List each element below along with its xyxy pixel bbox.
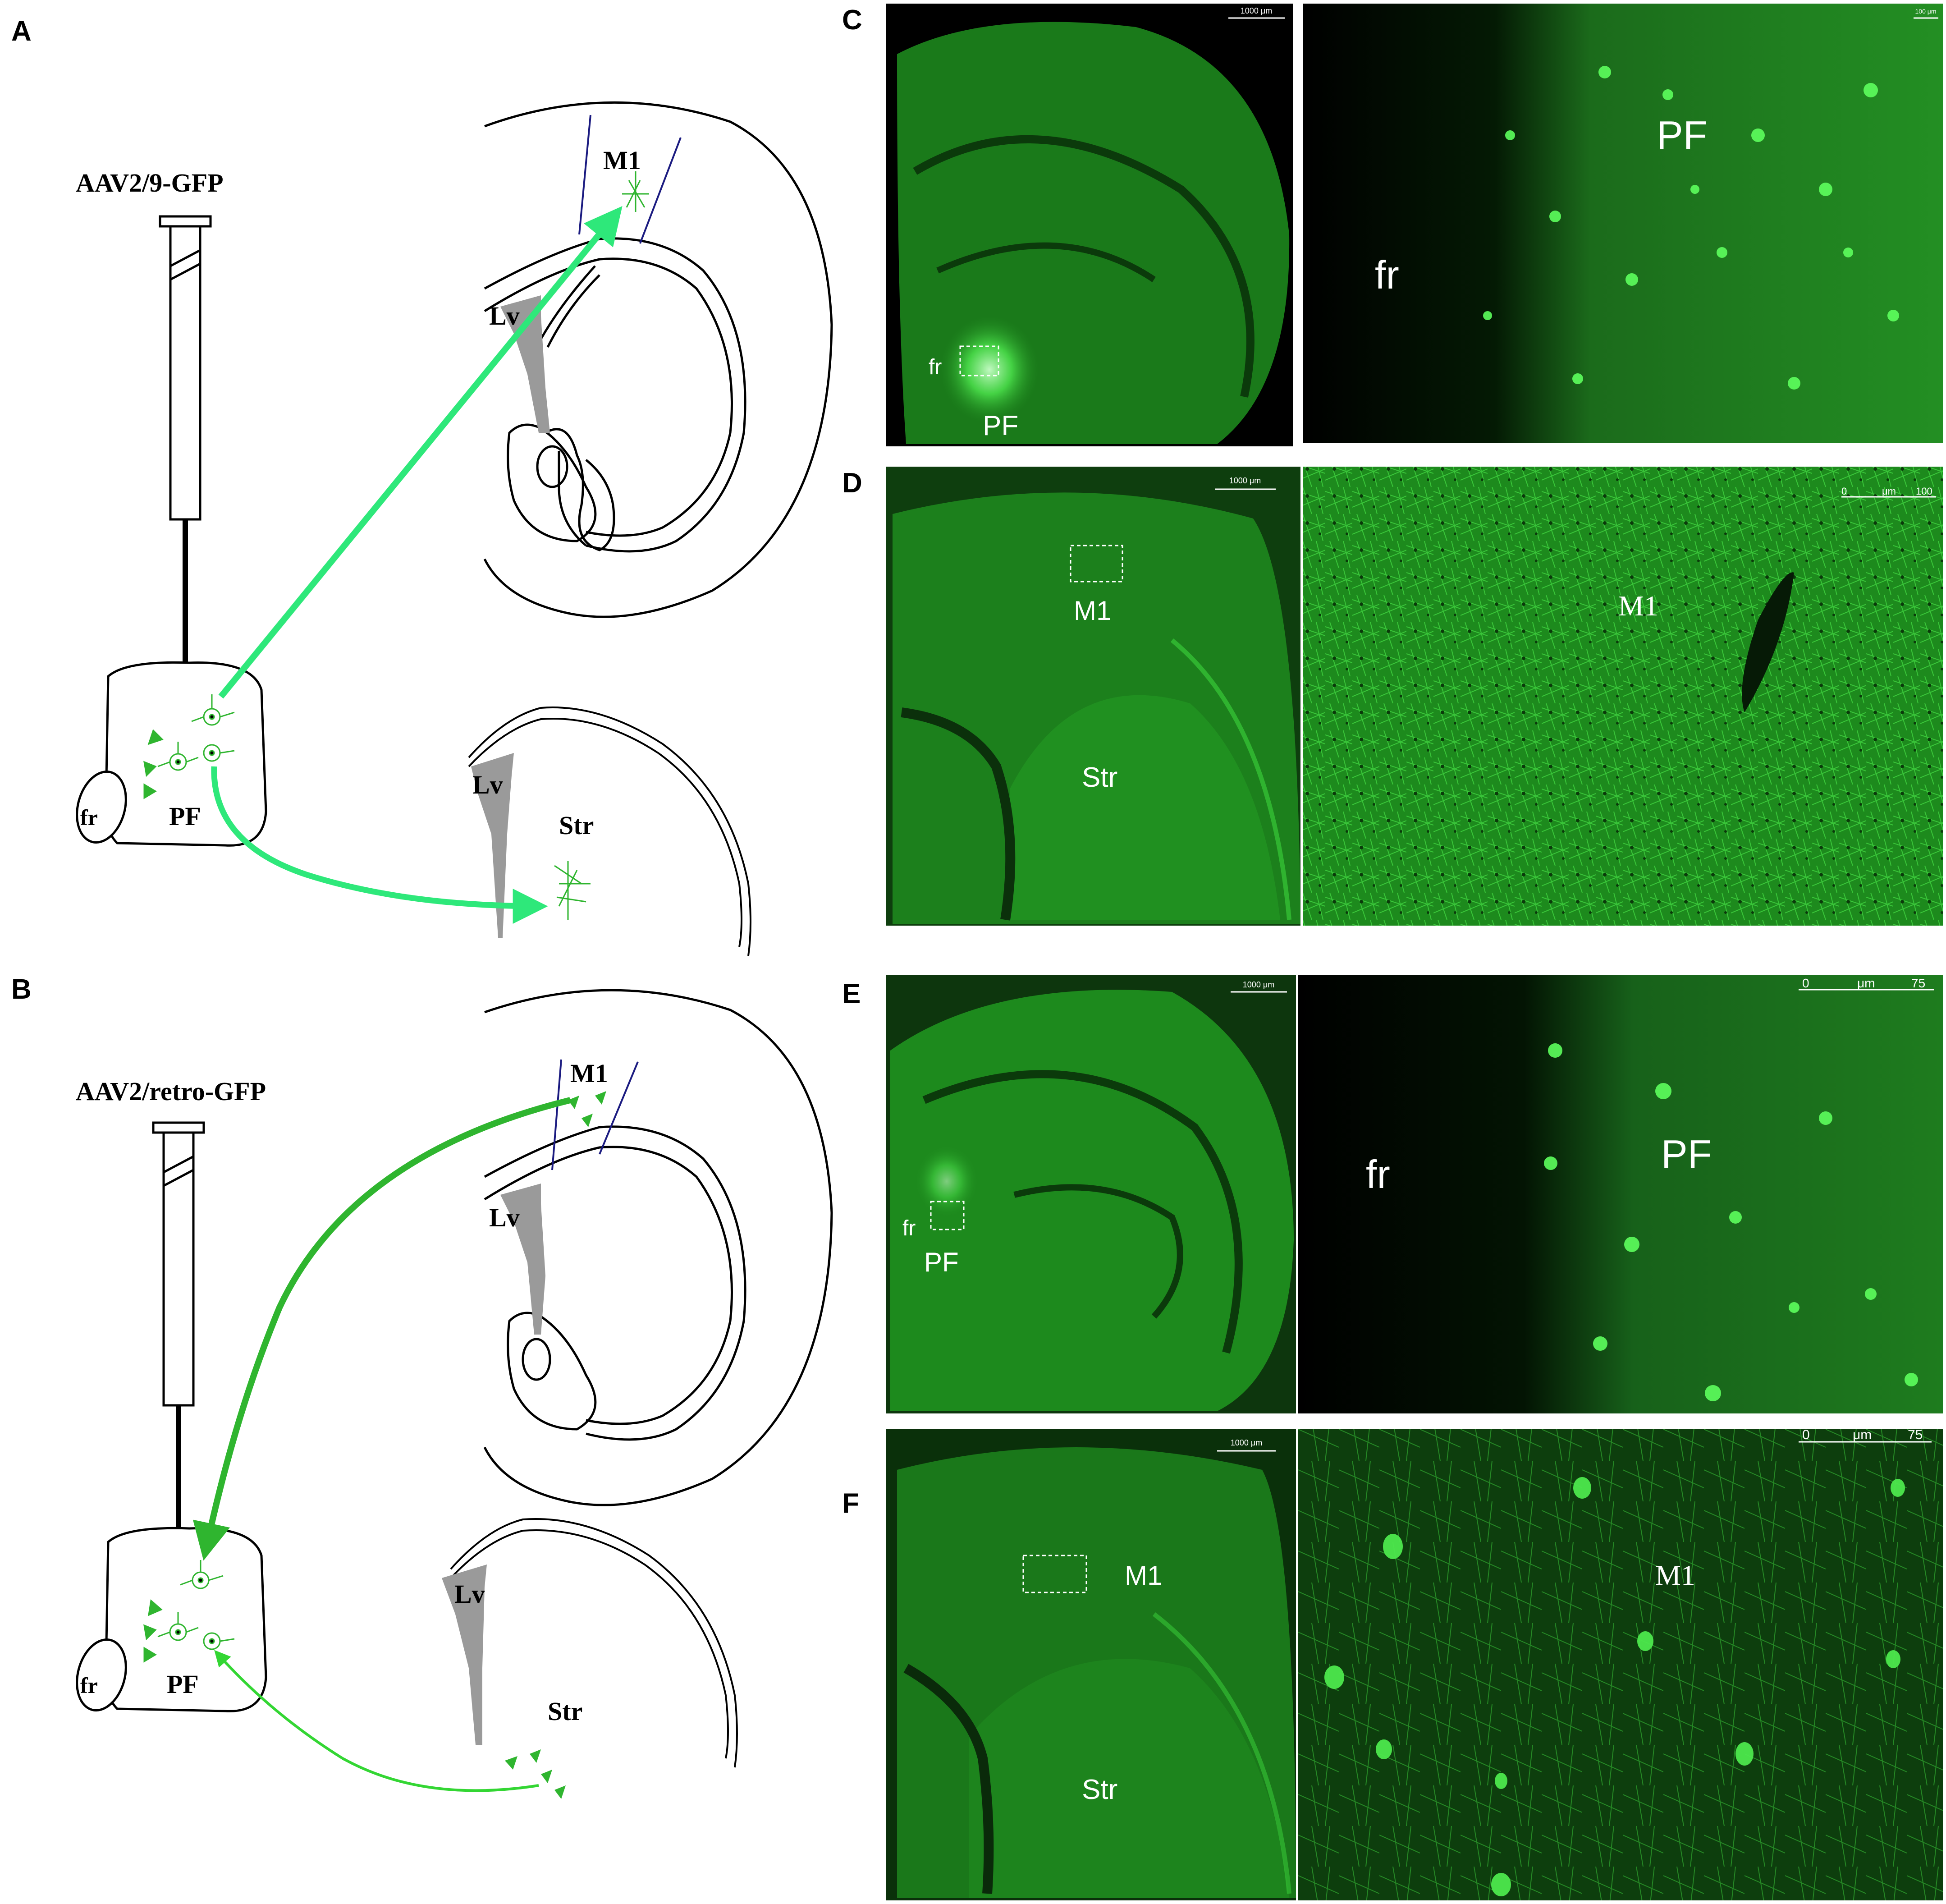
str-neuron-a [554, 861, 591, 920]
ventricle-a-top [500, 295, 550, 433]
micrograph-d-zoom: 0 μm 100 M1 [1303, 467, 1943, 926]
lv-label-a-top: Lv [489, 301, 520, 330]
m1-label-d-zoom: M1 [1618, 590, 1658, 622]
str-label-b: Str [548, 1697, 582, 1726]
scale-zero-d: 0 [1841, 486, 1847, 497]
ventricle-a-bottom [471, 753, 514, 938]
scale-max-d: 100 [1916, 486, 1932, 497]
micrograph-c-zoom: 100 μm fr PF [1303, 4, 1943, 443]
m1-label-f-overview: M1 [1125, 1560, 1162, 1591]
scale-max-e: 75 [1911, 976, 1925, 990]
panel-e: E 1000 μm fr PF 0 μm 75 fr [842, 975, 1943, 1413]
str-label-a: Str [559, 811, 594, 840]
ventricle-b-top [500, 1184, 545, 1335]
coronal-section-b-bottom [450, 1518, 738, 1768]
fr-label-e-zoom: fr [1366, 1152, 1390, 1197]
coronal-section-a-bottom [468, 707, 751, 956]
fr-label-b: fr [80, 1673, 98, 1698]
lv-label-b-top: Lv [489, 1203, 520, 1232]
scale-text-c-overview: 1000 μm [1241, 6, 1272, 15]
panel-letter-b: B [11, 974, 32, 1005]
roi-box-d [1070, 545, 1123, 583]
fr-label-a: fr [80, 805, 98, 830]
panel-letter-d: D [842, 468, 862, 499]
pf-neurons-a [143, 694, 235, 799]
pf-label-b: PF [167, 1670, 199, 1699]
lv-label-a-bottom: Lv [472, 770, 503, 799]
coronal-section-b-top [483, 989, 833, 1506]
pf-label-c-zoom: PF [1657, 113, 1707, 157]
micrograph-f-overview: 1000 μm M1 Str [886, 1429, 1296, 1900]
fr-label-c-zoom: fr [1375, 252, 1399, 297]
pf-neurons-b [143, 1560, 235, 1663]
scale-zero-f: 0 [1802, 1427, 1810, 1442]
str-label-d-overview: Str [1082, 762, 1117, 793]
pf-label-a: PF [169, 802, 201, 831]
fr-label-e-overview: fr [902, 1216, 916, 1240]
pf-label-c-overview: PF [983, 410, 1018, 441]
micrograph-e-overview: 1000 μm fr PF [886, 975, 1296, 1413]
virus-label-a: AAV2/9-GFP [76, 168, 224, 197]
str-label-f-overview: Str [1082, 1774, 1117, 1805]
m1-label-b: M1 [570, 1059, 608, 1088]
pf-label-e-zoom: PF [1661, 1132, 1712, 1176]
m1-label-d-overview: M1 [1074, 596, 1111, 626]
virus-label-b: AAV2/retro-GFP [76, 1077, 266, 1106]
m1-neurons-b [568, 1091, 606, 1127]
panel-a: A AAV2/9-GFP fr PF [11, 16, 833, 956]
panel-letter-c: C [842, 5, 862, 36]
scale-zero-e: 0 [1802, 976, 1809, 990]
m1-boundary-right-b [599, 1061, 639, 1155]
pf-label-e-overview: PF [924, 1247, 959, 1277]
panel-c: C 1000 μm fr PF 100 μm [842, 4, 1943, 446]
scale-unit-f: μm [1853, 1427, 1872, 1442]
m1-neuron-a [622, 171, 649, 212]
retro-arrow-m1-to-pf-b [192, 1097, 571, 1561]
micrograph-c-overview: 1000 μm fr PF [886, 4, 1293, 446]
panel-letter-f: F [842, 1488, 859, 1519]
m1-boundary-right-a [639, 137, 682, 244]
roi-box-c [959, 345, 999, 376]
m1-boundary-left-b [551, 1059, 562, 1170]
retro-arrow-str-to-pf-b [214, 1650, 539, 1792]
roi-box-f [1022, 1555, 1087, 1593]
panel-letter-e: E [842, 978, 861, 1009]
m1-label-f-zoom: M1 [1655, 1559, 1695, 1591]
lv-label-b-bottom: Lv [454, 1579, 485, 1609]
scale-text-e-overview: 1000 μm [1243, 980, 1274, 989]
scale-unit-d: μm [1882, 486, 1896, 497]
panel-f: F 1000 μm M1 Str 0 μm 75 [842, 1427, 1943, 1900]
panel-letter-a: A [11, 16, 32, 47]
projection-arrow-pf-to-m1-a [218, 206, 623, 699]
scale-max-f: 75 [1908, 1427, 1923, 1442]
panel-b: B AAV2/retro-GFP fr PF [11, 974, 833, 1799]
micrograph-e-zoom: 0 μm 75 fr PF [1298, 975, 1943, 1413]
projection-arrow-pf-to-str-a [211, 766, 548, 924]
micrograph-f-zoom: 0 μm 75 M1 [1298, 1427, 1943, 1900]
roi-box-e [930, 1201, 965, 1230]
micrograph-d-overview: 1000 μm M1 Str [886, 467, 1300, 926]
m1-boundary-left-a [578, 115, 591, 235]
pf-region-outline [76, 661, 267, 847]
panel-d: D 1000 μm M1 Str 0 μm 100 M1 [842, 467, 1943, 926]
fr-label-c-overview: fr [929, 355, 942, 379]
scale-text-d-overview: 1000 μm [1229, 476, 1261, 485]
scale-text-f-overview: 1000 μm [1231, 1438, 1262, 1447]
scale-unit-e: μm [1857, 976, 1875, 990]
ventricle-b-bottom [442, 1564, 487, 1745]
str-neurons-b [505, 1749, 566, 1799]
m1-label-a: M1 [603, 146, 641, 175]
scale-text-c-zoom: 100 μm [1915, 8, 1937, 15]
